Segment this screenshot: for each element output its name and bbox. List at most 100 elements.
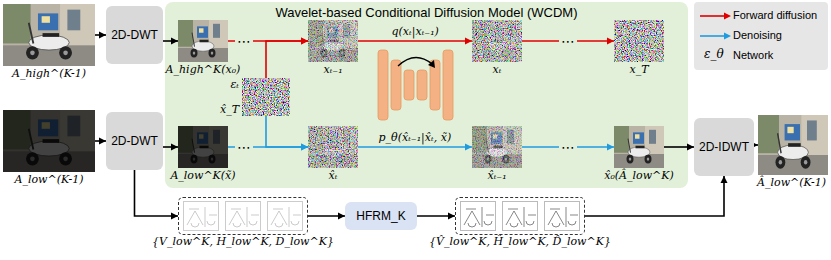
legend-text: Network [733, 49, 773, 62]
image-node: x̂ₜ₋₁ [472, 126, 522, 168]
image-node: A_low^(K-1) [3, 110, 95, 172]
image-caption: A_low^K(x̃) [170, 169, 235, 182]
connector-line [358, 146, 472, 148]
arrowhead [171, 144, 178, 151]
image-caption: xₜ₋₁ [323, 63, 342, 76]
subband [461, 202, 580, 231]
edge-label: p_θ(x̂ₜ₋₁|x̂ₜ, x̃) [377, 131, 454, 144]
image-caption: A_low^(K-1) [15, 173, 84, 186]
image-caption: {V_low^K, H_low^K, D_low^K} [152, 235, 334, 248]
transform-box: 2D-DWT [106, 112, 163, 170]
arrowhead [301, 38, 308, 45]
edge-label: ⋯ [235, 139, 253, 155]
arrowhead [171, 213, 178, 220]
photo [178, 20, 228, 62]
box-label: HFRM_K [356, 209, 405, 223]
image-caption: Â_low^(K-1) [757, 176, 826, 189]
legend-symbol: ε_θ [704, 48, 724, 62]
image-caption: x̂₀(Â_low^K) [604, 169, 674, 182]
photo [178, 126, 228, 168]
subband [184, 202, 303, 231]
image-node: x_T [614, 20, 664, 62]
legend-ground [694, 2, 828, 70]
image-node: x̂₀(Â_low^K) [614, 126, 664, 168]
legend-text: Denoising [733, 29, 782, 42]
edge-label: ⋯ [559, 139, 577, 155]
connector [95, 138, 106, 145]
photo [308, 126, 358, 168]
transform-box: 2D-IDWT [694, 118, 754, 176]
unet-symbol [378, 50, 453, 120]
module-box: HFRM_K [345, 202, 417, 230]
connector [585, 176, 728, 216]
photo [758, 115, 828, 175]
arrowhead [721, 176, 728, 183]
photo [472, 126, 522, 168]
connector [358, 144, 472, 151]
arrowhead [607, 144, 614, 151]
connector [417, 213, 455, 220]
noise [614, 20, 664, 62]
connector-line [266, 41, 308, 78]
photo [3, 110, 95, 172]
image-caption: x̂ₜ₋₁ [487, 169, 506, 182]
connector-line [266, 116, 308, 147]
noise-node: εₜx̂_T [242, 78, 290, 116]
legend-sample [700, 13, 731, 40]
panel-title: Wavelet-based Conditional Diffusion Mode… [165, 5, 688, 20]
arrowhead [301, 144, 308, 151]
photo [308, 20, 358, 62]
arrowhead [448, 213, 455, 220]
edge-label: ⋯ [559, 33, 577, 49]
arrowhead [338, 213, 345, 220]
transform-box: 2D-DWT [106, 6, 163, 64]
connector [664, 144, 694, 151]
image-caption: εₜ [230, 78, 239, 91]
image-caption: {V̂_low^K, Ĥ_low^K, D̂_low^K} [429, 235, 611, 248]
arrowhead [465, 38, 472, 45]
arrowhead [171, 38, 178, 45]
image-node: A_high^(K-1) [3, 4, 95, 66]
unet-arrow [398, 57, 435, 68]
connector [163, 144, 178, 151]
connector [266, 116, 308, 151]
image-caption: xₜ [493, 63, 502, 76]
photo [614, 126, 664, 168]
image-caption: A_high^(K-1) [12, 67, 86, 80]
arrowhead [99, 32, 106, 39]
connector [308, 213, 345, 220]
legend-text: Forward diffusion [733, 9, 817, 22]
photo [472, 20, 522, 62]
connector [163, 38, 178, 45]
panel-ground [165, 2, 688, 188]
image-caption: x̂_T [220, 103, 239, 116]
subband-group: {V_low^K, H_low^K, D_low^K} [178, 197, 308, 235]
image-node: A_high^K(x₀) [178, 20, 228, 62]
subband-group: {V̂_low^K, Ĥ_low^K, D̂_low^K} [455, 197, 585, 235]
box-label: 2D-DWT [111, 134, 158, 148]
image-caption: A_high^K(x₀) [166, 63, 241, 76]
box-label: 2D-IDWT [699, 140, 749, 154]
connector-line [358, 40, 472, 42]
image-node: A_low^K(x̃) [178, 126, 228, 168]
arrowhead [301, 144, 308, 151]
connector [95, 32, 106, 39]
box-label: 2D-DWT [111, 28, 158, 42]
image-node: x̂ₜ [308, 126, 358, 168]
edge-label: q(xₜ|xₜ₋₁) [390, 25, 441, 38]
image-caption: x_T [629, 63, 648, 76]
arrowhead [465, 144, 472, 151]
image-caption: x̂ₜ [329, 169, 338, 182]
arrowhead [301, 38, 308, 45]
connector [266, 38, 308, 79]
image-node: Â_low^(K-1) [758, 115, 828, 175]
noise [242, 78, 290, 116]
image-node: xₜ [472, 20, 522, 62]
connector [358, 38, 472, 45]
arrowhead [687, 144, 694, 151]
connector-line [585, 176, 724, 216]
photo [3, 4, 95, 66]
arrowhead [607, 38, 614, 45]
edge-label: ⋯ [235, 33, 253, 49]
